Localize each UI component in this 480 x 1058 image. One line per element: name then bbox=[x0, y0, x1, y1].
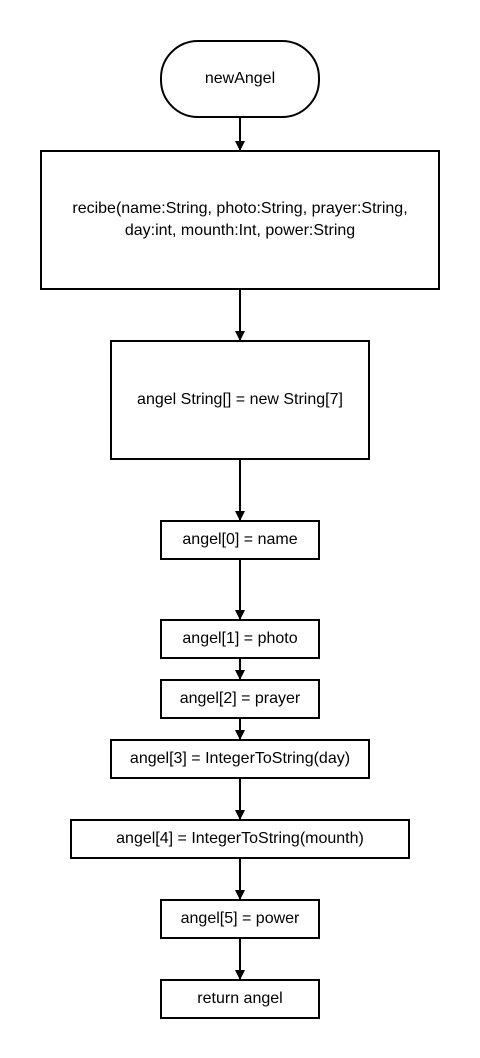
assign-prayer-label: angel[2] = prayer bbox=[179, 690, 301, 707]
start-label: newAngel bbox=[204, 70, 276, 87]
assign-mounth-label: angel[4] = IntegerToString(mounth) bbox=[116, 830, 364, 847]
receive-parameters-label: recibe(name:String, photo:String, prayer… bbox=[72, 200, 408, 239]
return-terminal-box: return angel bbox=[160, 979, 320, 1019]
assign-day-label: angel[3] = IntegerToString(day) bbox=[129, 750, 351, 767]
array-declaration-box: angel String[] = new String[7] bbox=[110, 340, 370, 460]
receive-parameters-box: recibe(name:String, photo:String, prayer… bbox=[40, 150, 440, 290]
assign-photo-box: angel[1] = photo bbox=[160, 619, 320, 659]
assign-photo-label: angel[1] = photo bbox=[182, 630, 298, 647]
assign-power-box: angel[5] = power bbox=[160, 899, 320, 939]
assign-name-box: angel[0] = name bbox=[160, 520, 320, 560]
assign-name-label: angel[0] = name bbox=[182, 531, 298, 548]
return-label: return angel bbox=[197, 990, 283, 1007]
assign-mounth-box: angel[4] = IntegerToString(mounth) bbox=[70, 819, 410, 859]
start-terminal: newAngel bbox=[160, 40, 320, 118]
assign-day-box: angel[3] = IntegerToString(day) bbox=[110, 739, 370, 779]
assign-power-label: angel[5] = power bbox=[180, 910, 300, 927]
assign-prayer-box: angel[2] = prayer bbox=[160, 679, 320, 719]
array-declaration-label: angel String[] = new String[7] bbox=[137, 391, 343, 408]
